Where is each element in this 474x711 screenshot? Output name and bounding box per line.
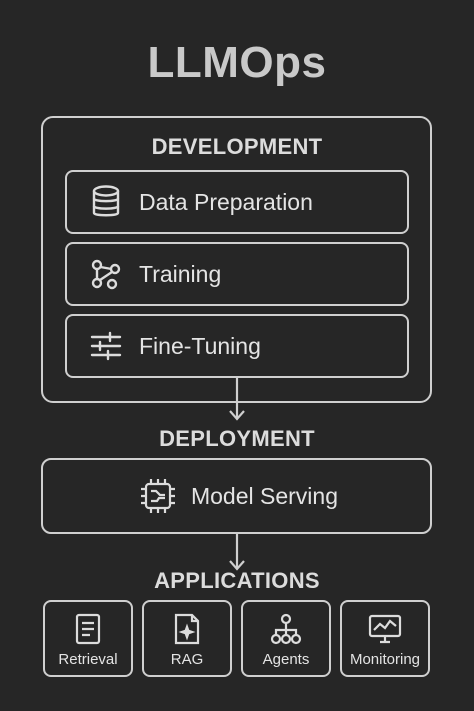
diagram-title: LLMOps	[147, 38, 327, 87]
monitoring-box: Monitoring	[340, 600, 430, 677]
arrow-to-applications	[229, 534, 245, 571]
data-preparation-label: Data Preparation	[139, 188, 313, 215]
arrow-to-deployment	[229, 378, 245, 421]
sparkle-document-icon	[170, 612, 204, 646]
retrieval-label: Retrieval	[58, 651, 118, 668]
retrieval-box: Retrieval	[43, 600, 133, 677]
hierarchy-icon	[269, 612, 303, 646]
agents-label: Agents	[262, 651, 310, 668]
deployment-label: DEPLOYMENT	[159, 426, 315, 451]
network-nodes-icon	[85, 253, 127, 295]
fine-tuning-box: Fine-Tuning	[65, 314, 409, 378]
chip-icon	[135, 473, 181, 519]
training-box: Training	[65, 242, 409, 306]
rag-label: RAG	[170, 651, 204, 668]
monitoring-label: Monitoring	[349, 651, 421, 668]
training-label: Training	[139, 260, 222, 287]
fine-tuning-label: Fine-Tuning	[139, 332, 261, 359]
monitor-chart-icon	[368, 612, 402, 646]
development-label: DEVELOPMENT	[151, 134, 323, 159]
agents-box: Agents	[241, 600, 331, 677]
document-icon	[71, 612, 105, 646]
model-serving-label: Model Serving	[190, 482, 339, 509]
sliders-icon	[85, 325, 127, 367]
model-serving-box: Model Serving	[41, 458, 432, 534]
applications-label: APPLICATIONS	[154, 568, 320, 593]
data-preparation-box: Data Preparation	[65, 170, 409, 234]
database-icon	[85, 181, 127, 223]
rag-box: RAG	[142, 600, 232, 677]
